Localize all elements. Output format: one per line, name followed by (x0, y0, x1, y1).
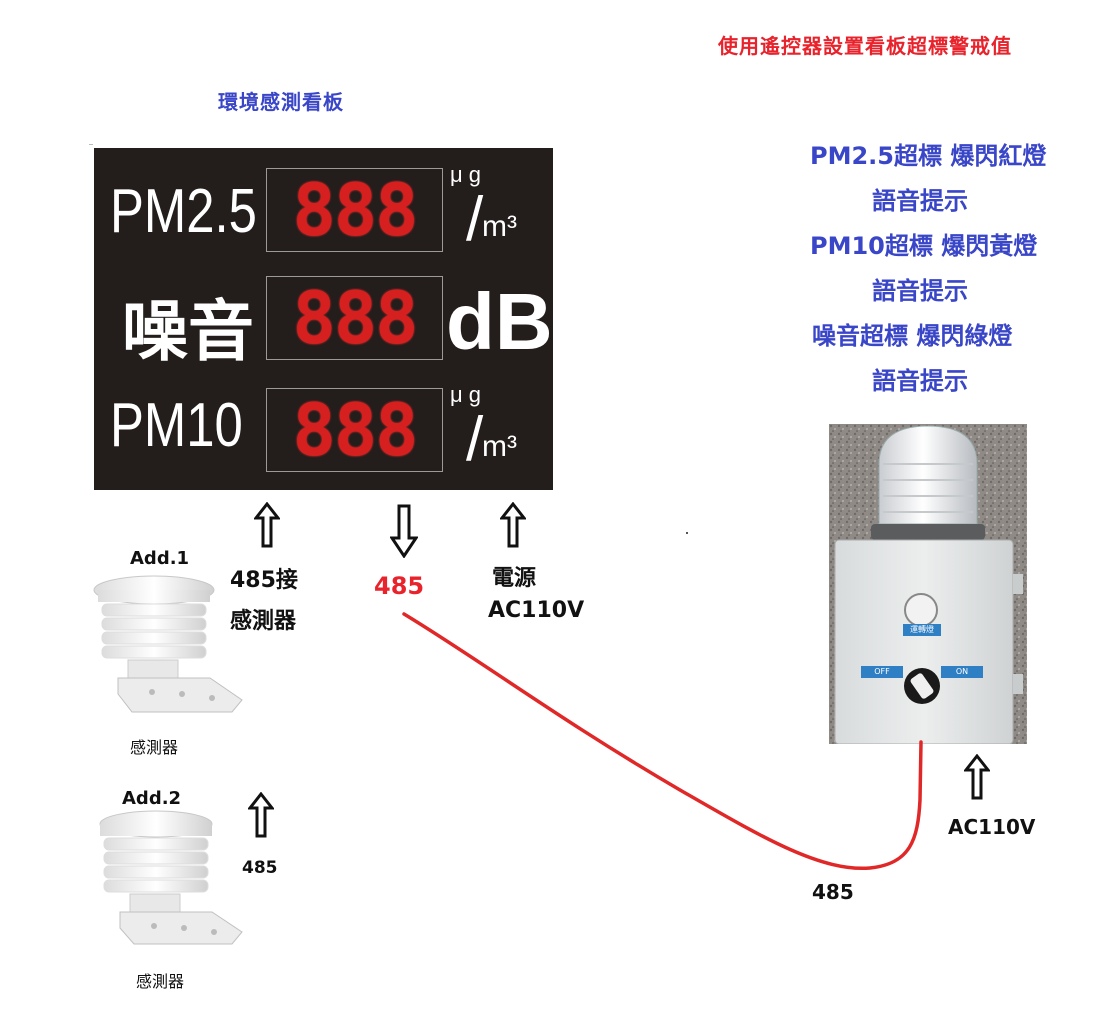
alert-noise: 噪音超標 爆閃綠燈 (812, 322, 1013, 350)
switch-on-label: ON (955, 667, 969, 676)
led-display-board: PM2.5 888 μ g / m³ 噪音 888 dB PM10 888 μ … (94, 148, 553, 490)
pm10-unit-mu: μ g (450, 382, 482, 407)
arrow-up-sensor-input-icon (254, 502, 280, 548)
noise-unit-db: dB (446, 277, 553, 366)
power-voltage-label: AC110V (488, 598, 585, 623)
pm25-label: PM2.5 (110, 177, 257, 246)
sensor-485-label-line1: 485接 (230, 568, 298, 593)
pm25-unit-m3: m³ (482, 210, 517, 243)
sensor1-address: Add.1 (130, 548, 190, 569)
sensor2-485-label: 485 (242, 858, 278, 878)
pm10-value: 888 (292, 388, 418, 472)
alert-pm25: PM2.5超標 爆閃紅燈 (810, 142, 1047, 170)
power-label: 電源 (492, 566, 537, 591)
alert-pm10-voice: 語音提示 (872, 277, 968, 305)
warning-light-device: 運轉燈 OFF ON (829, 424, 1027, 744)
stray-dot (686, 532, 688, 534)
run-light-label: 運轉燈 (910, 625, 934, 634)
board-title: 環境感測看板 (218, 90, 344, 114)
arrow-up-sensor2-icon (248, 792, 274, 838)
pm25-value: 888 (292, 168, 418, 252)
arrow-up-device-power-icon (964, 754, 990, 800)
pm10-unit-slash: / (466, 405, 484, 474)
sensor-485-label-line2: 感測器 (230, 609, 297, 634)
sensor1-icon (92, 572, 252, 732)
sensor1-caption: 感測器 (130, 738, 179, 757)
pm25-digits: 888 (266, 168, 443, 252)
sensor2-icon (96, 808, 256, 963)
alert-pm10: PM10超標 爆閃黃燈 (810, 232, 1038, 260)
pm10-label: PM10 (110, 391, 243, 460)
remote-setting-note: 使用遙控器設置看板超標警戒值 (718, 34, 1012, 58)
noise-digits: 888 (266, 276, 443, 360)
arrow-up-power-icon (500, 502, 526, 548)
device-485-label: 485 (812, 880, 854, 904)
arrow-down-485-out-icon (390, 504, 418, 558)
device-power-label: AC110V (948, 815, 1036, 839)
board-corner-tick (89, 144, 93, 145)
sensor2-address: Add.2 (122, 788, 182, 809)
noise-label: 噪音 (122, 294, 254, 368)
noise-value: 888 (292, 276, 418, 360)
board-485-output-label: 485 (374, 572, 425, 600)
pm25-unit-slash: / (466, 185, 484, 254)
switch-off-label: OFF (874, 667, 890, 676)
alert-pm25-voice: 語音提示 (872, 187, 968, 215)
pm10-unit-m3: m³ (482, 430, 517, 463)
sensor2-caption: 感測器 (136, 972, 185, 991)
pm10-digits: 888 (266, 388, 443, 472)
pm25-unit-mu: μ g (450, 162, 482, 187)
alert-noise-voice: 語音提示 (872, 367, 968, 395)
